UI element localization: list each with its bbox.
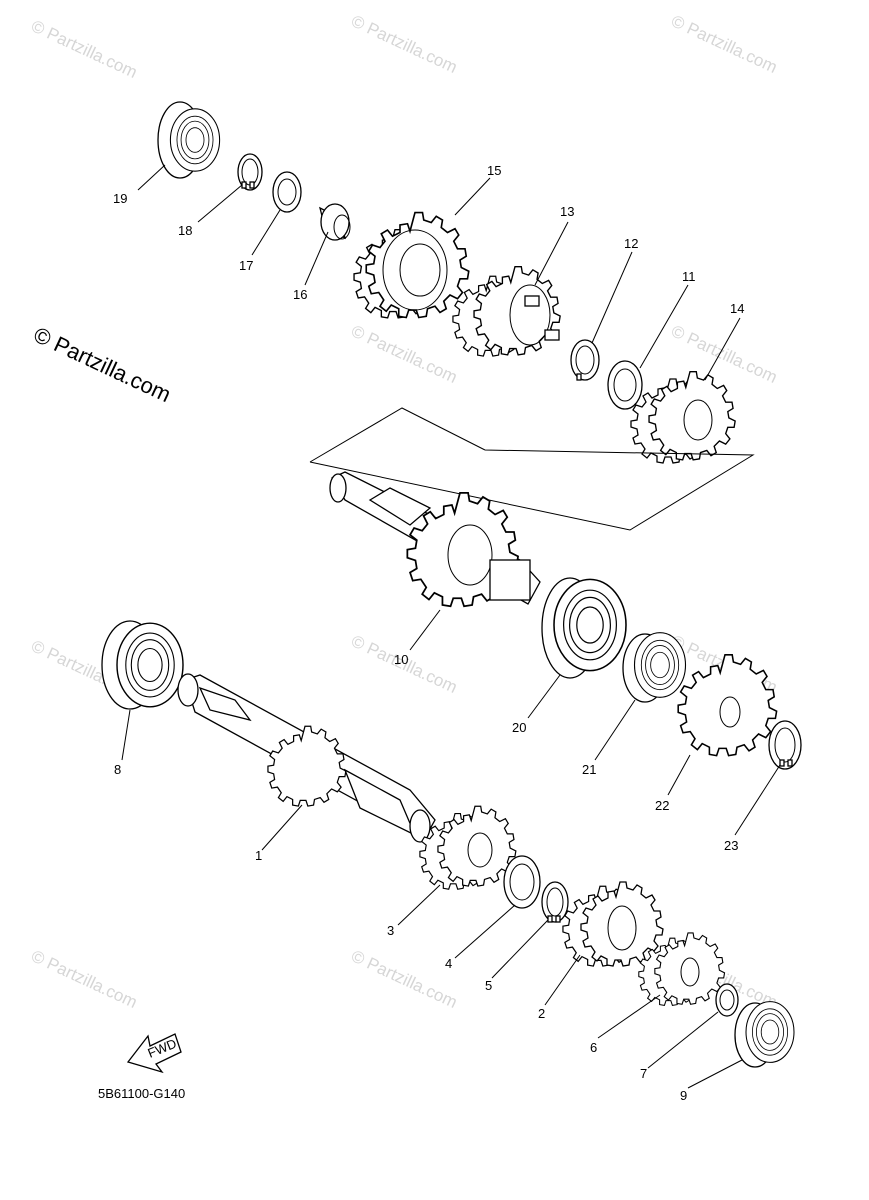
callout-16: 16 bbox=[293, 287, 307, 302]
part-6-gear bbox=[638, 932, 726, 1006]
part-11-washer bbox=[607, 360, 643, 410]
fwd-arrow-icon: FWD bbox=[126, 1033, 182, 1074]
callouts: 1 2 3 4 5 6 7 8 9 10 11 12 13 14 15 16 1… bbox=[113, 163, 744, 1103]
part-4-washer bbox=[503, 855, 541, 909]
part-3-gear bbox=[419, 805, 517, 890]
part-12-circlip bbox=[570, 339, 600, 381]
part-9-bearing bbox=[734, 1001, 795, 1068]
part-20-bearing bbox=[541, 577, 627, 679]
callout-12: 12 bbox=[624, 236, 638, 251]
part-8-bearing bbox=[101, 620, 184, 710]
assembly-bracket bbox=[309, 407, 755, 531]
callout-2: 2 bbox=[538, 1006, 545, 1021]
callout-23: 23 bbox=[724, 838, 738, 853]
callout-6: 6 bbox=[590, 1040, 597, 1055]
part-2-gear bbox=[562, 881, 664, 967]
watermark: © Partzilla.com bbox=[668, 11, 780, 77]
watermark: © Partzilla.com bbox=[348, 11, 460, 77]
part-7-washer bbox=[715, 983, 739, 1017]
callout-17: 17 bbox=[239, 258, 253, 273]
part-23-circlip bbox=[768, 720, 802, 770]
callout-18: 18 bbox=[178, 223, 192, 238]
copyright-text: © Partzilla.com bbox=[30, 322, 175, 407]
diagram-code: 5B61100-G140 bbox=[98, 1086, 185, 1101]
callout-10: 10 bbox=[394, 652, 408, 667]
callout-15: 15 bbox=[487, 163, 501, 178]
callout-14: 14 bbox=[730, 301, 744, 316]
part-10-shaft bbox=[329, 471, 541, 608]
callout-4: 4 bbox=[445, 956, 452, 971]
part-15-gear bbox=[353, 211, 470, 319]
part-22-sprocket bbox=[677, 654, 778, 757]
part-14-gear bbox=[630, 371, 736, 464]
watermark: © Partzilla.com bbox=[348, 321, 460, 387]
watermark: © Partzilla.com bbox=[348, 946, 460, 1012]
part-5-circlip bbox=[541, 881, 569, 923]
callout-7: 7 bbox=[640, 1066, 647, 1081]
watermark: © Partzilla.com bbox=[28, 946, 140, 1012]
callout-5: 5 bbox=[485, 978, 492, 993]
callout-11: 11 bbox=[682, 269, 696, 284]
callout-1: 1 bbox=[255, 848, 262, 863]
part-1-main-shaft bbox=[177, 673, 436, 843]
part-19-bearing bbox=[157, 101, 221, 179]
callout-3: 3 bbox=[387, 923, 394, 938]
part-21-oil-seal bbox=[622, 632, 687, 703]
callout-22: 22 bbox=[655, 798, 669, 813]
callout-9: 9 bbox=[680, 1088, 687, 1103]
callout-19: 19 bbox=[113, 191, 127, 206]
part-18-circlip bbox=[237, 153, 263, 191]
part-17-washer bbox=[272, 171, 302, 213]
watermark: © Partzilla.com bbox=[668, 321, 780, 387]
callout-8: 8 bbox=[114, 762, 121, 777]
part-16-bushing bbox=[319, 203, 351, 241]
part-13-gear bbox=[452, 266, 561, 357]
watermark: © Partzilla.com bbox=[28, 16, 140, 82]
callout-13: 13 bbox=[560, 204, 574, 219]
callout-21: 21 bbox=[582, 762, 596, 777]
leader-lines bbox=[121, 164, 781, 1089]
callout-20: 20 bbox=[512, 720, 526, 735]
